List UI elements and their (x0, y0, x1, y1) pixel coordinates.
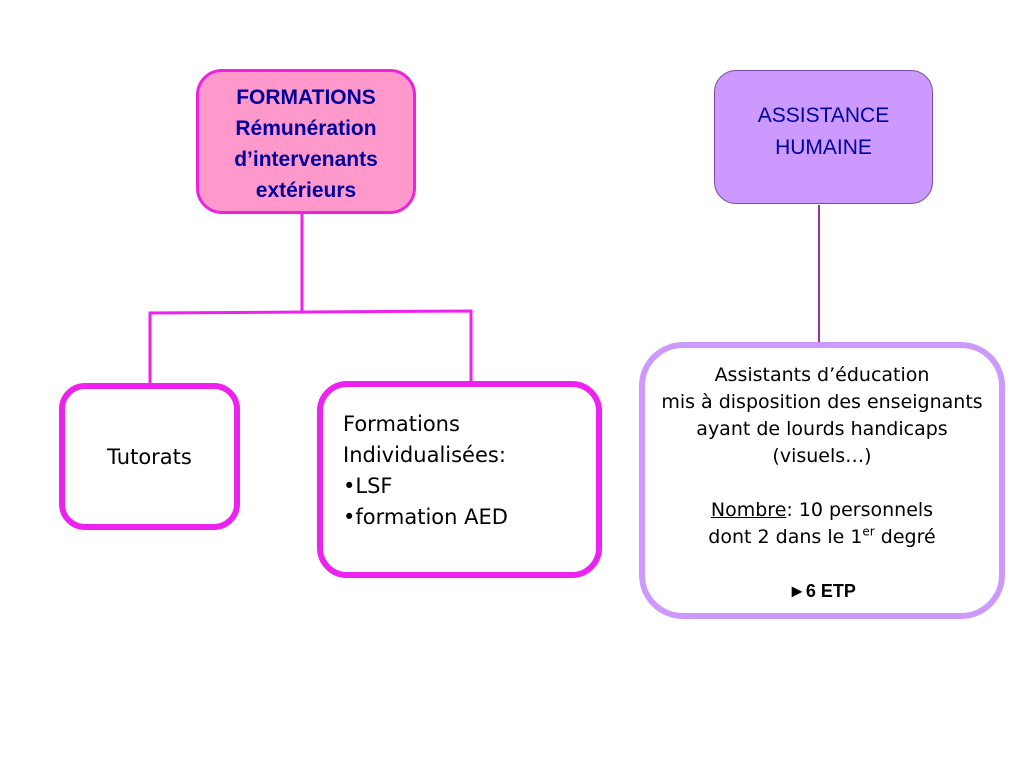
connector-formations-branch (148, 309, 473, 385)
formations-indiv-item-aed: •formation AED (343, 505, 508, 529)
ae-line-2: mis à disposition des enseignants (661, 391, 983, 413)
assistance-humaine-box: ASSISTANCE HUMAINE (714, 70, 933, 204)
ae-nombre-line: Nombre: 10 personnels (661, 497, 982, 524)
formations-indiv-item-lsf: •LSF (343, 474, 393, 498)
ae-line-3: ayant de lourds handicaps (696, 418, 948, 440)
formations-individualisees-box: Formations Individualisées: •LSF •format… (317, 381, 602, 578)
formations-indiv-line-1: Formations (343, 412, 460, 436)
ae-degre-line: dont 2 dans le 1er degré (661, 524, 982, 551)
formations-line-1: FORMATIONS (236, 85, 376, 109)
formations-line-4: extérieurs (255, 178, 357, 202)
formations-box: FORMATIONS Rémunération d’intervenants e… (196, 69, 416, 214)
assistance-line-1: ASSISTANCE (757, 104, 890, 127)
formations-line-3: d’intervenants (234, 147, 378, 171)
ae-line-1: Assistants d’éducation (714, 364, 930, 386)
ae-line-4: (visuels…) (772, 445, 872, 467)
formations-line-2: Rémunération (235, 116, 377, 140)
tutorats-box: Tutorats (59, 383, 240, 530)
ae-etp-value: 6 ETP (805, 581, 856, 601)
ae-nombre-label: Nombre (710, 499, 787, 521)
formations-indiv-line-2: Individualisées: (343, 443, 506, 467)
ae-degre-prefix: dont 2 dans le 1 (708, 526, 863, 548)
ae-etp-line: ►6 ETP (661, 578, 982, 605)
tutorats-label: Tutorats (107, 444, 192, 469)
triangle-right-icon: ► (788, 581, 806, 601)
ae-degre-suffix: degré (874, 526, 936, 548)
assistance-line-2: HUMAINE (775, 136, 872, 159)
ae-degre-sup: er (862, 524, 875, 539)
assistants-education-box: Assistants d’éducation mis à disposition… (639, 342, 1005, 619)
ae-nombre-value: : 10 personnels (786, 499, 934, 521)
